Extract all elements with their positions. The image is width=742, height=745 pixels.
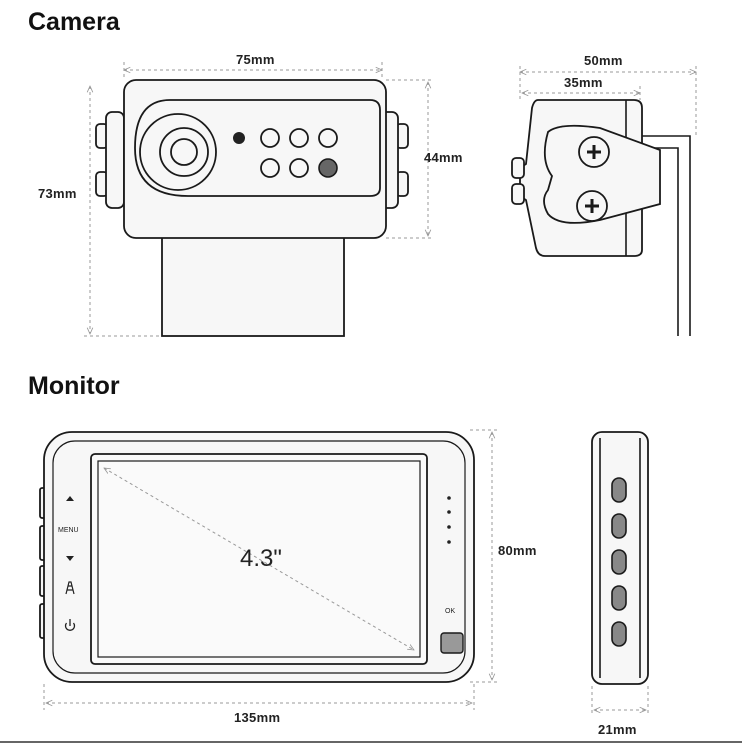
indicator-dot: [447, 540, 451, 544]
screw-cross: [587, 145, 601, 159]
monitor-side-view: [591, 431, 649, 685]
monitor-depth-label: 21mm: [598, 722, 637, 737]
monitor-heading: Monitor: [28, 372, 120, 400]
up-arrow-icon: [66, 496, 74, 501]
bracket-arm-outer: [640, 135, 691, 336]
camera-heading: Camera: [28, 8, 121, 36]
camera-height-label: 73mm: [38, 186, 77, 201]
monitor-front-view: 4.3" MENU OK: [39, 431, 475, 683]
side-button-profile: [611, 549, 627, 575]
indicator-dot: [447, 525, 451, 529]
side-button-profile: [611, 585, 627, 611]
monitor-width-label: 135mm: [234, 710, 280, 725]
menu-label: MENU: [58, 527, 79, 534]
camera-front-view: [95, 79, 409, 337]
monitor-height-label: 80mm: [498, 543, 537, 558]
camera-body-height-label: 44mm: [424, 150, 463, 165]
side-knob: [511, 183, 525, 205]
left-bracket: [105, 111, 125, 209]
ir-led-array: [260, 128, 338, 178]
bracket-width-label: 35mm: [564, 75, 603, 90]
camera-mount-base: [161, 231, 345, 337]
side-button-profile: [611, 513, 627, 539]
monitor-screen: [97, 460, 421, 658]
side-button-profile: [611, 621, 627, 647]
ir-led: [260, 128, 280, 148]
light-sensor: [318, 158, 338, 178]
ir-led: [318, 128, 338, 148]
camera-width-label: 75mm: [236, 52, 275, 67]
power-icon: [64, 619, 76, 631]
ir-led: [260, 158, 280, 178]
sensor-dot: [233, 132, 245, 144]
indicator-dot: [447, 510, 451, 514]
ok-label: OK: [445, 608, 455, 615]
lens-icon: [170, 138, 198, 166]
screen-size-label: 4.3": [240, 545, 282, 572]
camera-depth-label: 50mm: [584, 53, 623, 68]
mount-clamp: [543, 124, 661, 224]
side-knob: [511, 157, 525, 179]
screw-cross: [585, 199, 599, 213]
side-button-profile: [611, 477, 627, 503]
down-arrow-icon: [66, 556, 74, 561]
indicator-dot: [447, 496, 451, 500]
camera-side-view: [511, 99, 691, 336]
lane-guide-icon: [65, 581, 75, 595]
monitor-bezel: [52, 440, 466, 674]
ok-button: [440, 632, 464, 654]
ir-led: [289, 128, 309, 148]
ir-led: [289, 158, 309, 178]
